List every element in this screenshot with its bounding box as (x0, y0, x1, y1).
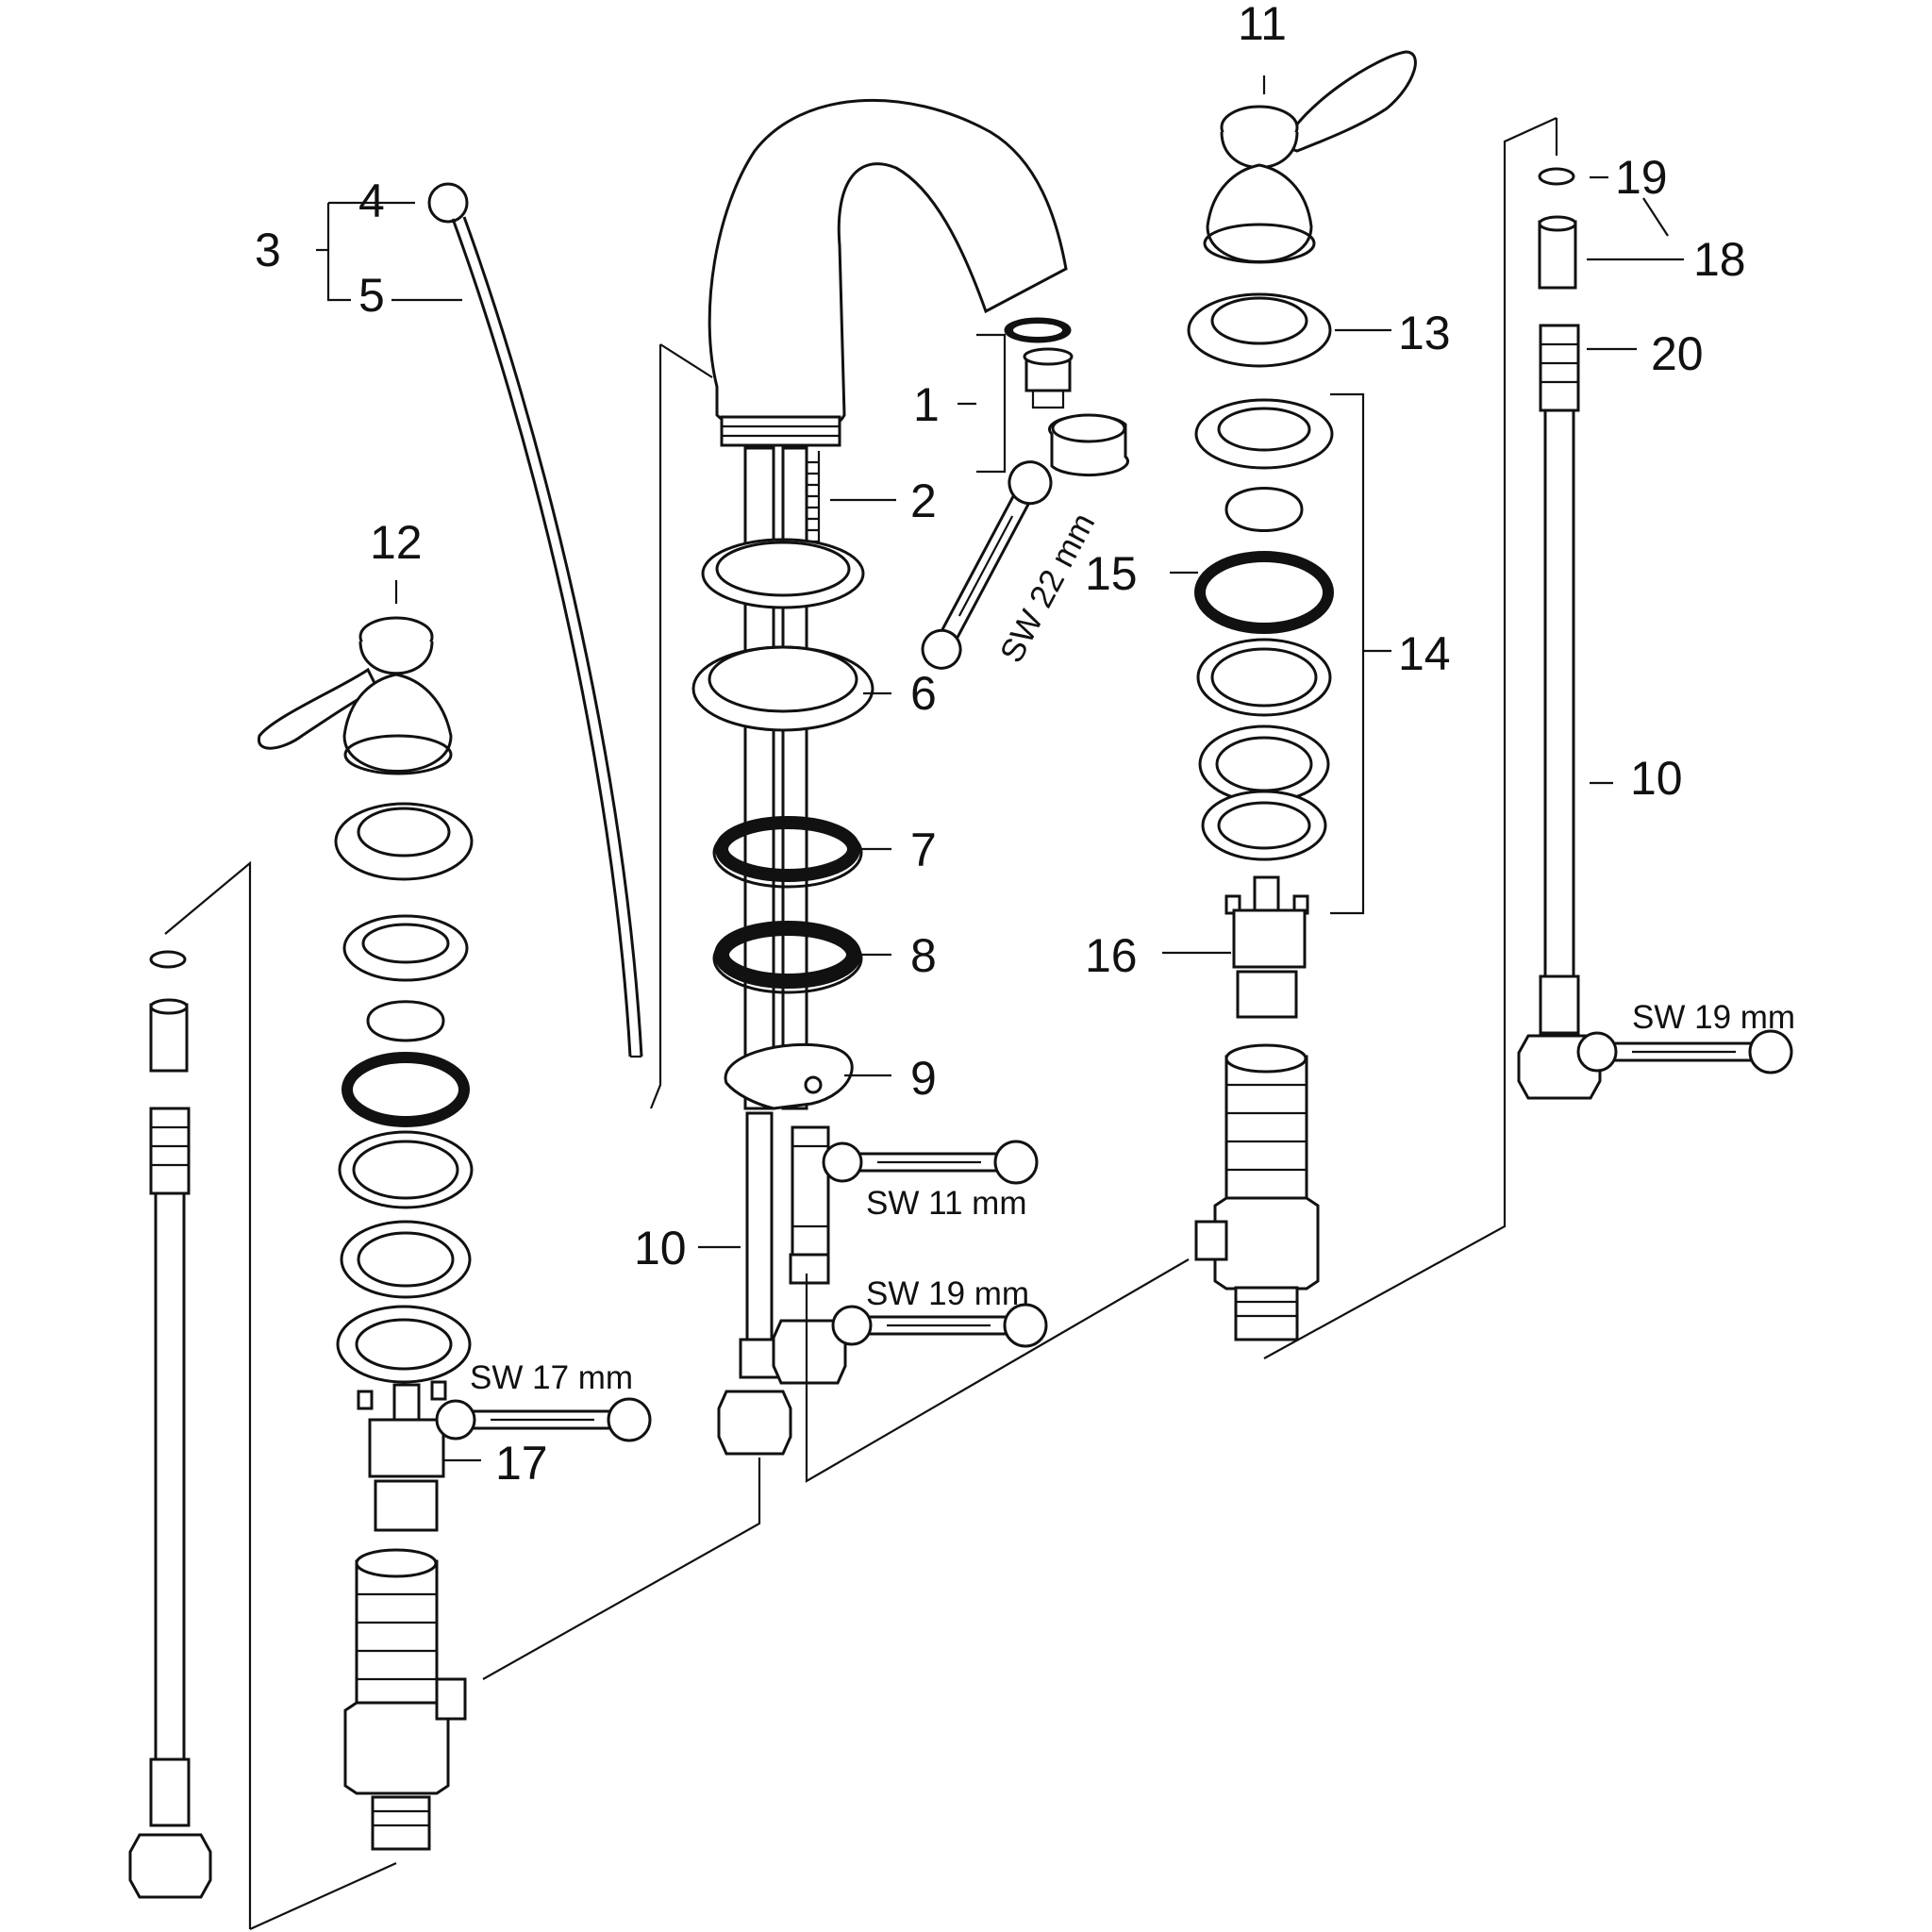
callout-labels: 1 2 3 4 5 6 7 8 9 10 10 11 12 13 14 15 1… (255, 0, 1746, 1490)
left-valve-assembly (258, 616, 474, 1851)
right-hose (1517, 167, 1602, 1100)
callout-13: 13 (1398, 307, 1451, 359)
center-hoses (717, 1111, 847, 1456)
callout-5: 5 (358, 269, 385, 322)
wrench-sw19-right-icon (1576, 1029, 1793, 1074)
callout-6: 6 (910, 667, 937, 720)
callout-10-center: 10 (634, 1222, 687, 1274)
wrench-sw19-center-icon (831, 1303, 1048, 1348)
right-valve-assembly (1187, 50, 1417, 1341)
guide-lines (164, 116, 1558, 1931)
center-washers (691, 538, 874, 1110)
callout-10-right: 10 (1630, 752, 1683, 805)
left-hose (128, 950, 212, 1899)
callout-7: 7 (910, 824, 937, 876)
callout-18: 18 (1693, 233, 1746, 286)
callout-4: 4 (358, 175, 385, 227)
callout-20: 20 (1651, 327, 1704, 380)
callout-9: 9 (910, 1052, 937, 1105)
callout-19: 19 (1615, 151, 1668, 204)
wrench-label-sw19-right: SW 19 mm (1632, 999, 1795, 1036)
callout-17: 17 (495, 1437, 548, 1490)
aerator-parts (1004, 317, 1130, 477)
callout-1: 1 (913, 378, 940, 431)
callout-11: 11 (1238, 0, 1287, 50)
callout-16: 16 (1085, 929, 1138, 982)
callout-14: 14 (1398, 627, 1451, 680)
leader-lines (316, 75, 1684, 1462)
lift-rod (427, 182, 643, 1058)
callout-2: 2 (910, 475, 937, 527)
callout-15: 15 (1085, 547, 1138, 600)
wrench-sw17-icon (435, 1397, 652, 1442)
wrench-label-sw19-center: SW 19 mm (866, 1275, 1029, 1312)
wrench-label-sw11: SW 11 mm (866, 1185, 1026, 1222)
wrench-sw22-icon (921, 460, 1053, 670)
callout-3: 3 (255, 224, 281, 276)
callout-12: 12 (370, 516, 423, 569)
wrench-sw11-icon (822, 1140, 1039, 1185)
callout-8: 8 (910, 929, 937, 982)
wrench-label-sw17: SW 17 mm (470, 1359, 633, 1396)
